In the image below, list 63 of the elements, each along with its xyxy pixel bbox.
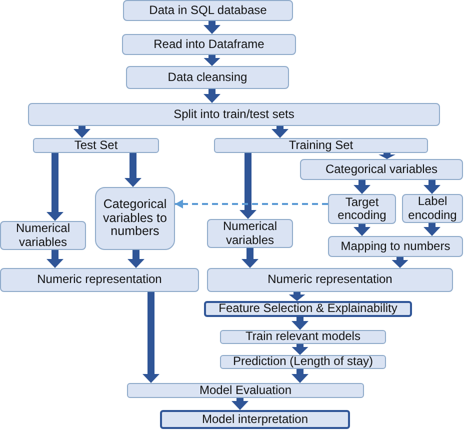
process-box <box>95 187 175 250</box>
arrow <box>142 292 160 383</box>
process-box <box>0 268 199 292</box>
process-box <box>402 194 463 223</box>
arrow <box>288 292 306 301</box>
arrow <box>204 55 220 66</box>
dashed-arrow <box>175 200 328 208</box>
box-label: Label encoding <box>407 195 458 222</box>
box-label: Model Evaluation <box>198 384 293 398</box>
arrow <box>242 248 258 268</box>
process-box <box>126 66 289 89</box>
box-label: Read into Dataframe <box>152 38 266 52</box>
highlighted-process-box <box>160 410 350 429</box>
arrow <box>204 89 220 103</box>
box-label: Model interpretation <box>200 412 310 426</box>
arrow <box>354 224 370 236</box>
box-label: Data in SQL database <box>148 4 268 18</box>
arrow <box>292 369 308 383</box>
arrow <box>424 223 440 236</box>
arrow <box>378 153 396 159</box>
highlighted-process-box <box>204 301 412 317</box>
process-box <box>127 383 364 398</box>
box-label: Test Set <box>73 138 119 152</box>
process-box <box>220 330 386 344</box>
process-box <box>207 219 293 248</box>
box-label: Data cleansing <box>166 70 248 84</box>
box-label: Target encoding <box>336 196 388 222</box>
process-box <box>214 138 428 153</box>
box-label: Categorical variables to numbers <box>102 198 168 240</box>
arrow <box>292 344 308 355</box>
process-box <box>0 221 86 250</box>
box-label: Prediction (Length of stay) <box>232 355 374 369</box>
box-label: Train relevant models <box>244 330 362 344</box>
arrow <box>124 153 142 187</box>
arrow <box>292 317 308 330</box>
box-label: Numerical variables <box>14 222 71 249</box>
process-box <box>328 236 463 257</box>
arrow <box>272 126 288 138</box>
arrow <box>354 180 370 194</box>
box-label: Categorical variables <box>324 162 439 176</box>
arrow <box>74 126 90 138</box>
arrow <box>424 180 440 194</box>
arrow <box>204 21 220 34</box>
box-label: Mapping to numbers <box>340 240 452 254</box>
box-label: Numeric representation <box>36 273 163 287</box>
process-box <box>33 138 159 153</box>
arrow <box>240 153 256 219</box>
box-label: Training Set <box>288 138 354 152</box>
arrow <box>128 250 144 268</box>
box-label: Numeric representation <box>266 273 394 287</box>
process-box <box>123 0 293 21</box>
box-label: Feature Selection & Explainability <box>218 302 398 316</box>
process-box <box>207 268 453 292</box>
box-label: Numerical variables <box>222 220 278 247</box>
process-box <box>328 194 396 224</box>
arrow <box>46 153 64 221</box>
process-box <box>300 159 463 180</box>
arrow <box>392 257 408 268</box>
arrow <box>46 250 64 268</box>
process-box <box>28 103 440 126</box>
arrow <box>232 398 248 410</box>
box-label: Split into train/test sets <box>172 108 296 122</box>
process-box <box>122 34 296 55</box>
